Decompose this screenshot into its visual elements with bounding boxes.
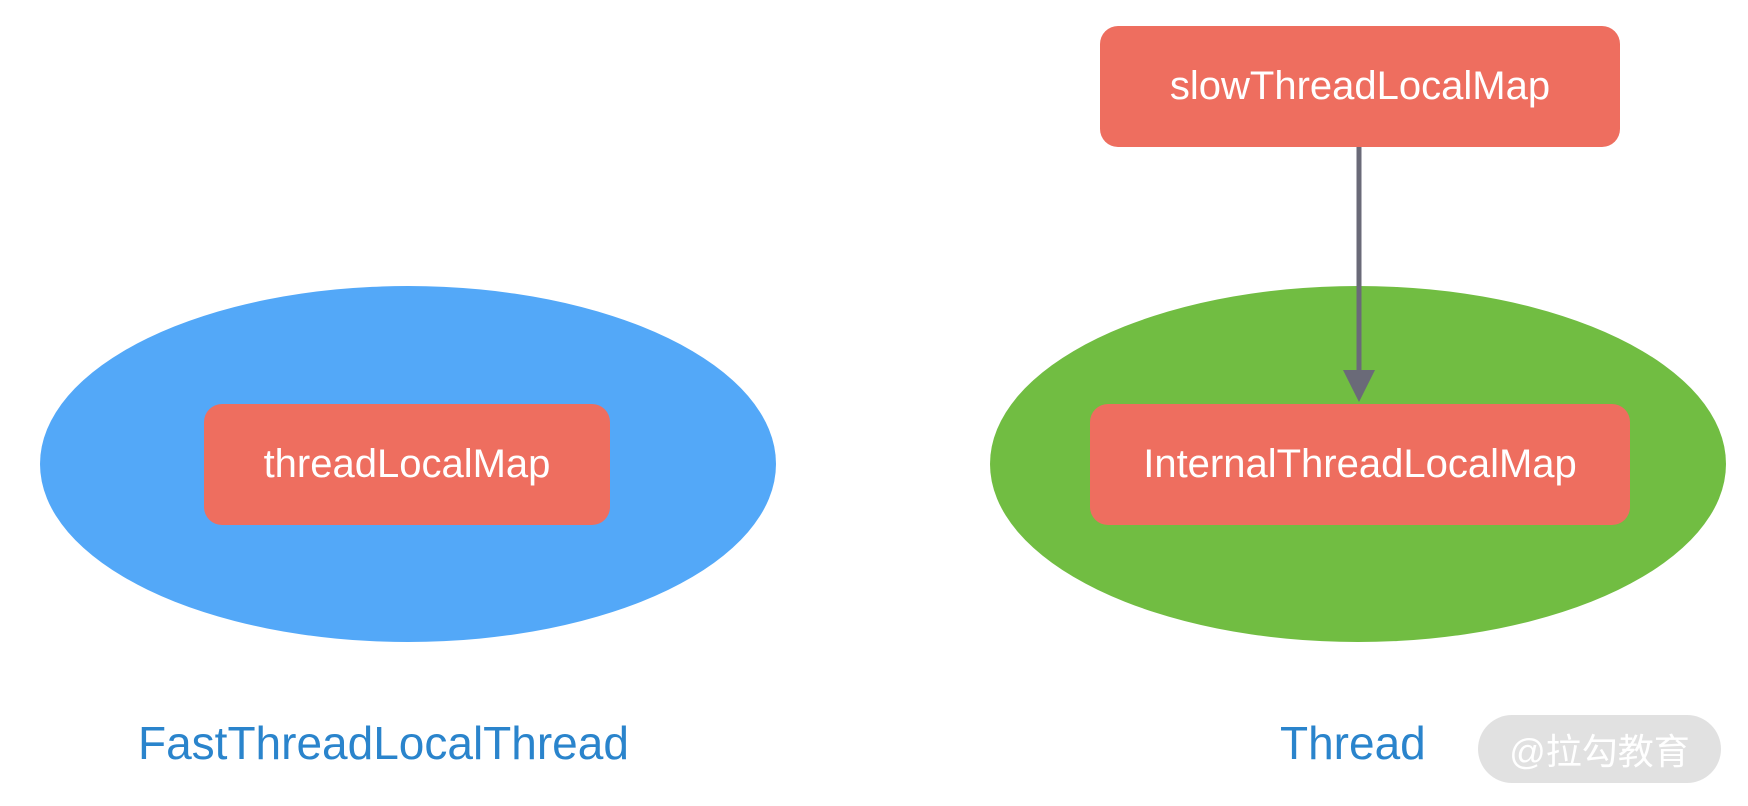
slow-thread-local-map-label: slowThreadLocalMap bbox=[1169, 64, 1551, 108]
arrow-head bbox=[1343, 370, 1375, 402]
watermark-text: @拉勾教育 bbox=[1509, 731, 1690, 772]
fast-thread-local-thread-caption: FastThreadLocalThread bbox=[138, 717, 629, 769]
internal-thread-local-map-box: InternalThreadLocalMap bbox=[1090, 404, 1630, 525]
internal-thread-local-map-label: InternalThreadLocalMap bbox=[1143, 442, 1577, 486]
slow-thread-local-map-box: slowThreadLocalMap bbox=[1100, 26, 1620, 147]
thread-local-map-box: threadLocalMap bbox=[204, 404, 610, 525]
watermark-badge: @拉勾教育 bbox=[1478, 715, 1721, 783]
thread-local-map-label: threadLocalMap bbox=[263, 442, 551, 486]
thread-caption: Thread bbox=[1280, 717, 1426, 769]
